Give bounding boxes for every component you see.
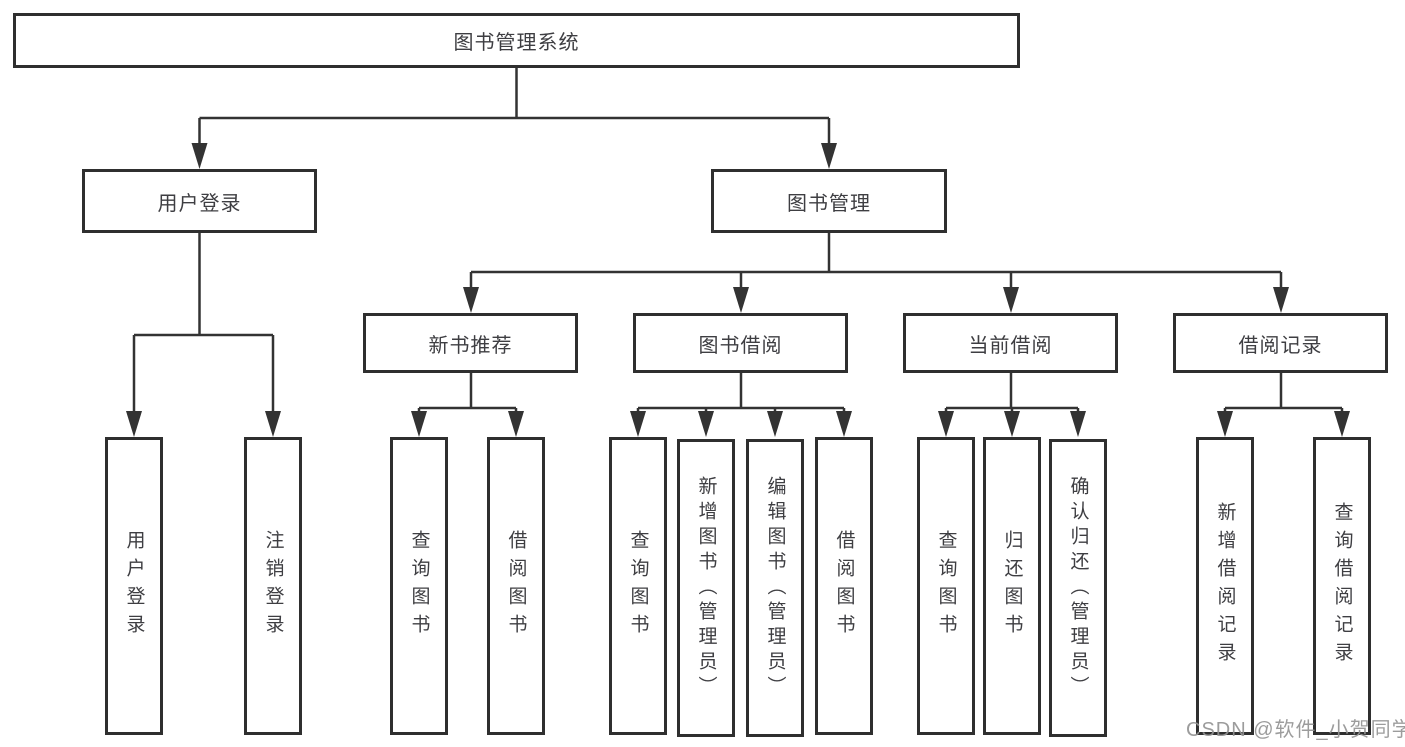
- connector-userlogin-to-leaves: [132, 233, 275, 414]
- connector-bookmgmt-to-level3: [469, 233, 1283, 291]
- arrowhead-icon: [1217, 411, 1233, 437]
- leaf-logout: 注销登录: [244, 437, 302, 735]
- node-label: 查询图书: [935, 530, 957, 642]
- node-label: 借阅图书: [833, 530, 855, 642]
- node-label: 新增图书（管理员）: [695, 475, 717, 701]
- connector-lines: [132, 68, 1344, 414]
- arrowhead-icon: [767, 411, 783, 437]
- arrowhead-icon: [1004, 411, 1020, 437]
- node-current-borrow: 当前借阅: [903, 313, 1118, 373]
- leaf-query-book-borrow: 查询图书: [609, 437, 667, 735]
- leaf-edit-book-admin: 编辑图书（管理员）: [746, 439, 804, 737]
- arrowhead-icon: [265, 411, 281, 437]
- node-book-borrow: 图书借阅: [633, 313, 848, 373]
- connector-newbook-to-leaves: [417, 373, 518, 414]
- leaf-query-book-recommend: 查询图书: [390, 437, 448, 735]
- node-label: 新增借阅记录: [1214, 502, 1236, 670]
- node-label: 查询图书: [627, 530, 649, 642]
- arrowhead-icon: [821, 143, 837, 169]
- node-label: 查询借阅记录: [1331, 502, 1353, 670]
- node-label: 确认归还（管理员）: [1067, 475, 1089, 701]
- leaf-add-borrow-record: 新增借阅记录: [1196, 437, 1254, 735]
- leaf-borrow-book: 借阅图书: [815, 437, 873, 735]
- node-new-book-recommend: 新书推荐: [363, 313, 578, 373]
- node-root-system: 图书管理系统: [13, 13, 1020, 68]
- arrowhead-icon: [630, 411, 646, 437]
- arrowhead-icon: [836, 411, 852, 437]
- connector-borrow-to-leaves: [636, 373, 846, 414]
- arrowhead-icon: [191, 143, 208, 169]
- node-user-login: 用户登录: [82, 169, 317, 233]
- node-label: 借阅图书: [505, 530, 527, 642]
- node-label: 图书借阅: [698, 334, 783, 357]
- leaf-borrow-book-recommend: 借阅图书: [487, 437, 545, 735]
- arrowhead-icon: [411, 411, 427, 437]
- arrowhead-icon: [508, 411, 524, 437]
- leaf-user-login: 用户登录: [105, 437, 163, 735]
- arrowhead-icon: [463, 287, 479, 313]
- node-label: 用户登录: [157, 192, 242, 215]
- leaf-confirm-return-admin: 确认归还（管理员）: [1049, 439, 1107, 737]
- node-label: 借阅记录: [1238, 334, 1323, 357]
- node-borrow-records: 借阅记录: [1173, 313, 1388, 373]
- node-label: 注销登录: [262, 530, 284, 642]
- leaf-add-book-admin: 新增图书（管理员）: [677, 439, 735, 737]
- node-label: 图书管理: [787, 192, 871, 215]
- leaf-query-borrow-record: 查询借阅记录: [1313, 437, 1371, 735]
- arrowhead-icon: [1334, 411, 1350, 437]
- arrowhead-icon: [1003, 287, 1019, 313]
- arrowhead-icon: [698, 411, 714, 437]
- node-label: 用户登录: [123, 530, 145, 642]
- connector-arrowheads: [126, 143, 1350, 437]
- node-label: 查询图书: [408, 530, 430, 642]
- leaf-return-book: 归还图书: [983, 437, 1041, 735]
- connector-current-to-leaves: [944, 373, 1080, 414]
- arrowhead-icon: [733, 287, 749, 313]
- node-label: 归还图书: [1001, 530, 1023, 642]
- connector-root-to-level2: [198, 68, 831, 146]
- node-label: 编辑图书（管理员）: [764, 475, 786, 701]
- arrowhead-icon: [938, 411, 954, 437]
- leaf-query-book-current: 查询图书: [917, 437, 975, 735]
- node-label: 图书管理系统: [453, 32, 580, 54]
- node-book-management: 图书管理: [711, 169, 947, 233]
- node-label: 新书推荐: [428, 334, 513, 357]
- arrowhead-icon: [1273, 287, 1289, 313]
- arrowhead-icon: [126, 411, 142, 437]
- csdn-watermark: CSDN @软件_小贺同学: [1186, 719, 1405, 741]
- node-label: 当前借阅: [968, 334, 1053, 357]
- connector-records-to-leaves: [1223, 373, 1344, 414]
- arrowhead-icon: [1070, 411, 1086, 437]
